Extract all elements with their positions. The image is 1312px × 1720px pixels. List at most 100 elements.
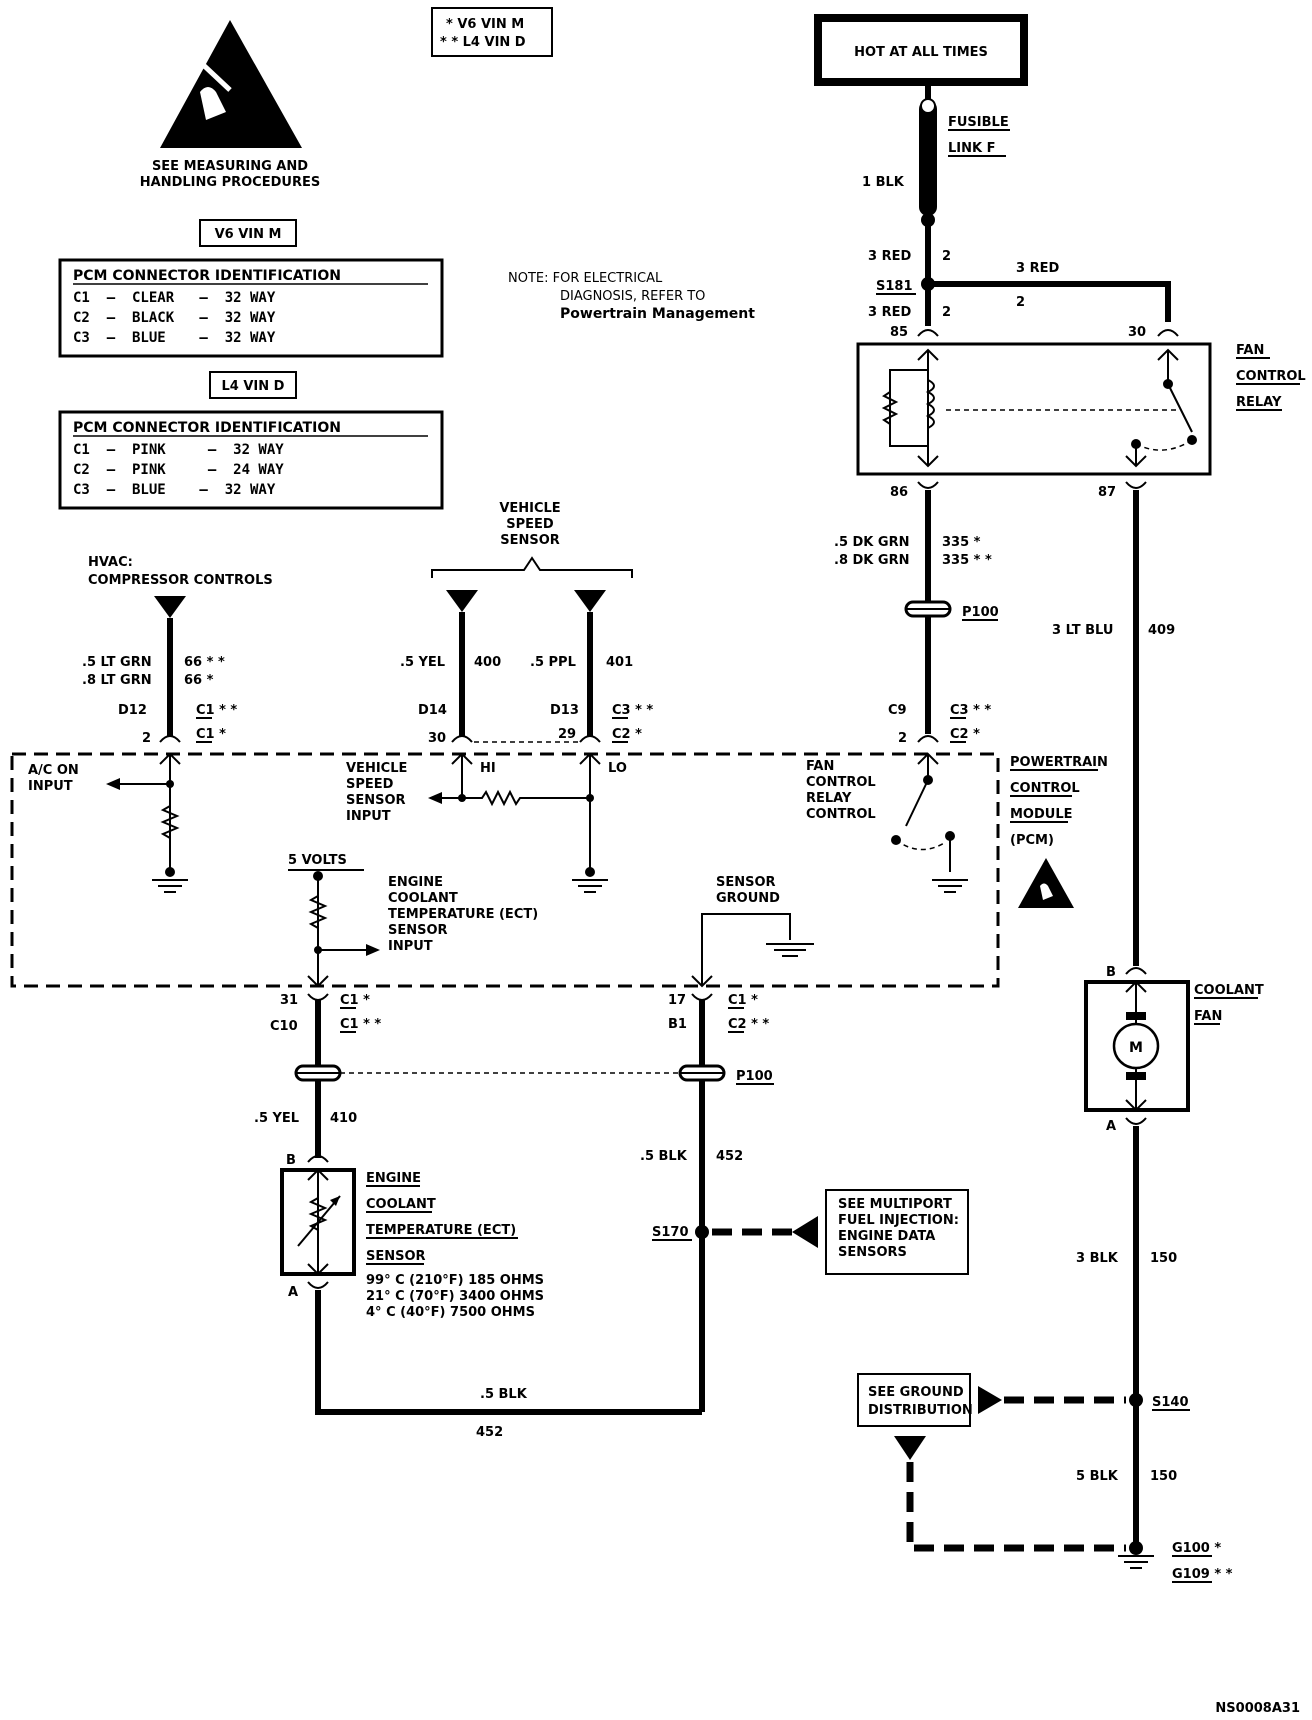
connector-p100-a — [904, 600, 952, 618]
ground-arrow-icon — [894, 1436, 926, 1460]
vss-input-4: INPUT — [346, 809, 391, 824]
wire-blk-452-b: .5 BLK — [480, 1387, 528, 1402]
conn-c10: C10 — [270, 1019, 298, 1034]
esd-small-icon — [1018, 858, 1074, 908]
conn-c1-b: C1 * — [196, 727, 226, 742]
fcr-4: CONTROL — [806, 807, 876, 822]
wire-1-blk: 1 BLK — [862, 175, 905, 190]
wire-red-label-2: 3 RED — [1016, 261, 1059, 276]
vss-hi: HI — [480, 761, 496, 776]
fusible-label-2: LINK F — [948, 141, 995, 156]
wire-ltgrn-5: .5 LT GRN — [82, 655, 152, 670]
mfi-line-2: FUEL INJECTION: — [838, 1213, 959, 1228]
pcm-module-box — [10, 752, 1000, 988]
conn-pin-29: 29 — [558, 727, 576, 742]
hot-at-all-times-box — [814, 14, 1028, 86]
ect-input-5: INPUT — [388, 939, 433, 954]
fusible-label-1: FUSIBLE — [948, 115, 1009, 130]
ect-resist-3: 4° C (40°F) 7500 OHMS — [366, 1305, 535, 1320]
ect-resist-2: 21° C (70°F) 3400 OHMS — [366, 1289, 544, 1304]
ect-input-2: COOLANT — [388, 891, 458, 906]
motor-label: M — [1129, 1040, 1143, 1056]
sensor-ground-1: SENSOR — [716, 875, 776, 890]
ect-label-1: ENGINE — [366, 1171, 421, 1186]
relay-label-3: RELAY — [1236, 395, 1282, 410]
wire-blk-452-num: 452 — [716, 1149, 743, 1164]
conn-pin-17: 17 — [668, 993, 686, 1008]
hot-at-all-times: HOT AT ALL TIMES — [854, 45, 988, 60]
splice-s170 — [695, 1225, 709, 1239]
note-3: Powertrain Management — [560, 306, 755, 322]
l4-tag-box — [209, 371, 297, 399]
pcm-table-v6-row: C1 – CLEAR – 32 WAY — [73, 290, 276, 306]
ect-input-1: ENGINE — [388, 875, 443, 890]
fcr-2: CONTROL — [806, 775, 876, 790]
ground-distribution-box — [857, 1373, 971, 1427]
vss-input-3: SENSOR — [346, 793, 406, 808]
splice-s140 — [1129, 1393, 1143, 1407]
fcr-3: RELAY — [806, 791, 852, 806]
wire-ltblu: 3 LT BLU — [1052, 623, 1113, 638]
fan-pin-b: B — [1106, 965, 1116, 980]
wire-ppl-num: 401 — [606, 655, 633, 670]
wire-red-num-2: 2 — [1016, 295, 1025, 310]
wire-ltgrn-5-num: 66 * * — [184, 655, 225, 670]
ground-dist-2: DISTRIBUTION — [868, 1403, 973, 1418]
wire-red-label: 3 RED — [868, 249, 911, 264]
pcm-table-l4-row: C2 – PINK – 24 WAY — [73, 462, 284, 478]
relay-label-1: FAN — [1236, 343, 1264, 358]
conn-c1-e: C1 * — [728, 993, 758, 1008]
wire-yel-num: 400 — [474, 655, 501, 670]
hvac-label-2: COMPRESSOR CONTROLS — [88, 573, 273, 588]
relay-pin-30: 30 — [1128, 325, 1146, 340]
ground-dist-1: SEE GROUND — [868, 1385, 964, 1400]
fcr-1: FAN — [806, 759, 834, 774]
conn-c3-b: C3 * * — [950, 703, 991, 718]
conn-pin-2-a: 2 — [142, 731, 151, 746]
pcm-title-4: (PCM) — [1010, 833, 1054, 848]
wire-ppl-label: .5 PPL — [530, 655, 576, 670]
hvac-arrow-icon — [154, 596, 186, 618]
fan-control-relay — [856, 342, 1212, 476]
mfi-line-4: SENSORS — [838, 1245, 907, 1260]
wire-dkgrn-8-num: 335 * * — [942, 553, 992, 568]
note-1: NOTE: FOR ELECTRICAL — [508, 271, 663, 286]
wire-dkgrn-5: .5 DK GRN — [834, 535, 909, 550]
wire-blk-452-b-num: 452 — [476, 1425, 503, 1440]
wire-ltgrn-8: .8 LT GRN — [82, 673, 152, 688]
conn-c3-a: C3 * * — [612, 703, 653, 718]
conn-c2-c: C2 * * — [728, 1017, 769, 1032]
conn-d13: D13 — [550, 703, 579, 718]
ect-pin-a: A — [288, 1285, 298, 1300]
pcm-table-v6-row: C3 – BLUE – 32 WAY — [73, 330, 276, 346]
fan-label-2: FAN — [1194, 1009, 1222, 1024]
wire-blk-150-a: 3 BLK — [1076, 1251, 1119, 1266]
p100-label-a: P100 — [962, 605, 999, 620]
conn-d14: D14 — [418, 703, 447, 718]
vin-legend-box — [431, 7, 553, 57]
wire-blk-150-b-num: 150 — [1150, 1469, 1177, 1484]
conn-pin-31: 31 — [280, 993, 298, 1008]
mfi-arrow-icon — [792, 1216, 818, 1248]
vss-bracket — [431, 556, 633, 578]
ect-input-3: TEMPERATURE (ECT) — [388, 907, 538, 922]
wire-yel-label: .5 YEL — [400, 655, 445, 670]
p100-label-b: P100 — [736, 1069, 773, 1084]
sensor-ground-2: GROUND — [716, 891, 780, 906]
vss-label-3: SENSOR — [500, 533, 560, 548]
wire-blk-452: .5 BLK — [640, 1149, 688, 1164]
pcm-table-v6-title: PCM CONNECTOR IDENTIFICATION — [73, 268, 341, 284]
ground-icon — [766, 943, 814, 957]
vss-input-2: SPEED — [346, 777, 394, 792]
pcm-table-v6 — [58, 258, 444, 358]
pcm-table-l4-row: C3 – BLUE – 32 WAY — [73, 482, 276, 498]
hvac-label-1: HVAC: — [88, 555, 133, 570]
vss-label-1: VEHICLE — [499, 501, 560, 516]
conn-d12: D12 — [118, 703, 147, 718]
fan-pin-a: A — [1106, 1119, 1116, 1134]
l4-tag: L4 VIN D — [222, 379, 285, 394]
figure-code: NS0008A31 — [1215, 1701, 1300, 1716]
mfi-line-3: ENGINE DATA — [838, 1229, 935, 1244]
conn-pin-2-b: 2 — [898, 731, 907, 746]
wire-red-label-3: 3 RED — [868, 305, 911, 320]
